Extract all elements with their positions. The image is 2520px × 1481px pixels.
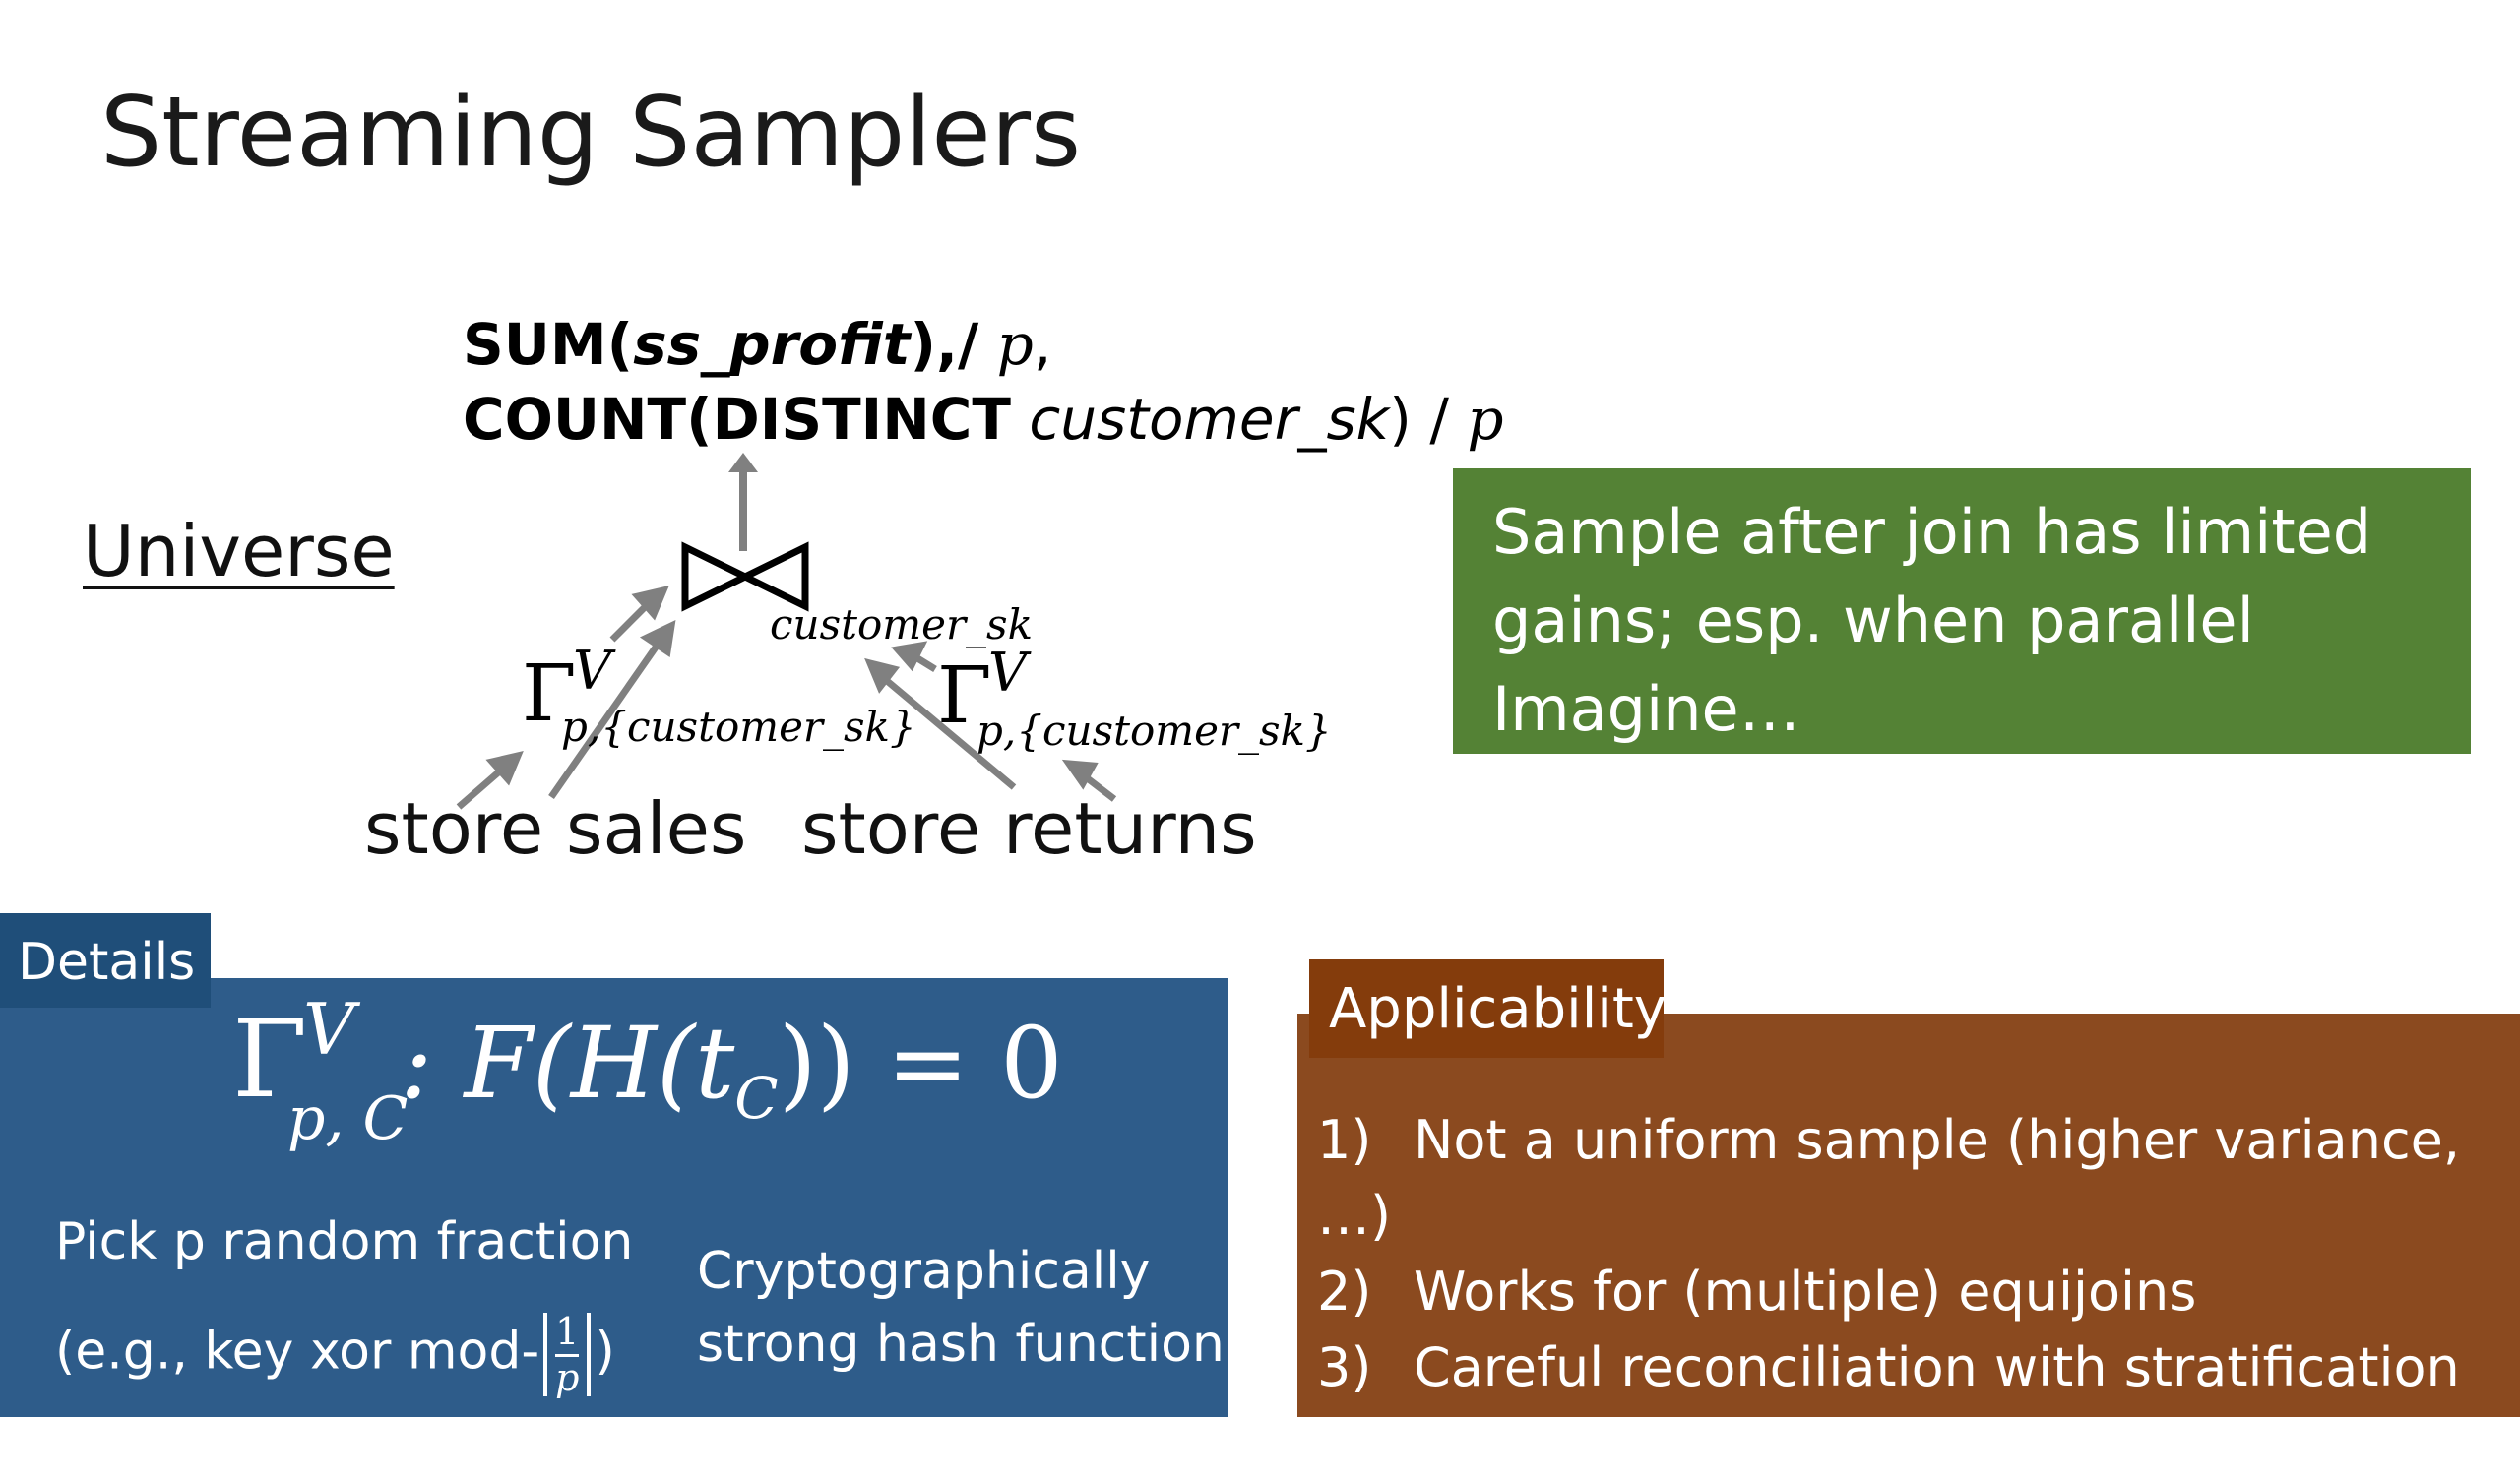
- left-sup: V: [573, 640, 611, 702]
- formula-tail: )) = 0: [778, 1006, 1063, 1121]
- slide-title: Streaming Samplers: [100, 77, 1082, 189]
- applicability-tab: Applicability: [1309, 959, 1667, 1058]
- right-sampler-arrows: [864, 641, 1117, 802]
- join-note-line-2: gains; esp. when parallel: [1492, 585, 2254, 656]
- left-sampler: Γ V p,{customer_sk}: [522, 640, 916, 751]
- right-sub: p,{customer_sk}: [976, 707, 1332, 755]
- applicability-list: 1)Not a uniform sample (higher variance,…: [1317, 1102, 2520, 1481]
- query-count-line: COUNT(DISTINCT customer_sk) / p: [463, 386, 1504, 453]
- pick-p-note: Pick p random fraction: [55, 1212, 634, 1271]
- details-panel: [0, 978, 1228, 1417]
- formula-body: : F(H(tC)) = 0: [400, 1006, 1063, 1132]
- xor-mod-text: (e.g., key xor mod-: [55, 1322, 540, 1382]
- p-symbol: p: [996, 311, 1034, 378]
- item-number: 1): [1317, 1109, 1372, 1171]
- store-returns-label: store returns: [801, 787, 1257, 870]
- applicability-item: 3) Careful reconciliation with stratifica…: [1317, 1329, 2520, 1405]
- left-sub: p,{customer_sk}: [561, 703, 916, 751]
- frac-numerator: 1: [555, 1313, 580, 1357]
- sum-keyword: SUM: [463, 311, 607, 378]
- p-symbol-2: p: [1467, 386, 1504, 453]
- count-keyword: COUNT: [463, 386, 687, 453]
- store-sales-label: store sales: [364, 787, 747, 870]
- join-note-line-1: Sample after join has limited: [1492, 496, 2372, 568]
- formula-gamma: Γ: [232, 996, 308, 1122]
- formula-sup: V: [303, 988, 354, 1071]
- right-sampler: Γ V p,{customer_sk}: [937, 642, 1332, 755]
- join-key-label: customer_sk: [770, 600, 1034, 648]
- item-text: Not a uniform sample (higher variance, ……: [1317, 1109, 2461, 1247]
- query-sum-line: SUM(ss_profit),/ p,: [463, 311, 1052, 378]
- count-tail: ) /: [1389, 386, 1449, 453]
- formula-sub-c: C: [734, 1065, 779, 1132]
- left-sampler-arrows: [456, 586, 676, 810]
- distinct-keyword: DISTINCT: [712, 386, 1011, 453]
- join-note-box: Sample after join has limited gains; esp…: [1453, 468, 2471, 754]
- join-to-query-arrow: [728, 453, 758, 551]
- join-icon: [681, 541, 809, 612]
- right-gamma: Γ: [937, 649, 992, 741]
- sum-argument: ss_profit: [633, 311, 911, 378]
- item-text: Careful reconciliation with stratificati…: [1414, 1336, 2460, 1398]
- applicability-item: 2) Works for (multiple) equijoins: [1317, 1254, 2520, 1329]
- count-argument: customer_sk: [1029, 386, 1390, 453]
- join-note-line-3: Imagine…: [1492, 673, 1800, 745]
- applicability-item: 1)Not a uniform sample (higher variance,…: [1317, 1102, 2520, 1254]
- universe-label: Universe: [83, 510, 395, 592]
- details-tab: Details: [0, 913, 211, 1008]
- query-comma: ,: [1033, 311, 1052, 378]
- item-number: 2): [1317, 1261, 1372, 1323]
- xor-mod-tail: ): [595, 1322, 615, 1382]
- formula-body-text: : F(H(t: [400, 1006, 735, 1121]
- right-sup: V: [988, 642, 1027, 704]
- crypto-note-2: strong hash function: [697, 1315, 1225, 1374]
- item-number: 3): [1317, 1336, 1372, 1398]
- details-formula: Γ V p, C : F(H(tC)) = 0: [232, 988, 1063, 1153]
- left-gamma: Γ: [522, 648, 577, 739]
- item-text: Works for (multiple) equijoins: [1414, 1261, 2197, 1323]
- crypto-note-1: Cryptographically: [697, 1242, 1151, 1301]
- formula-sub: p, C: [287, 1084, 409, 1153]
- applicability-panel: 1)Not a uniform sample (higher variance,…: [1297, 1014, 2520, 1474]
- item-text: Requires no co-ordination at runtime: [1414, 1412, 2394, 1474]
- sum-tail: ),/: [910, 311, 979, 378]
- frac-denominator: p: [555, 1356, 580, 1399]
